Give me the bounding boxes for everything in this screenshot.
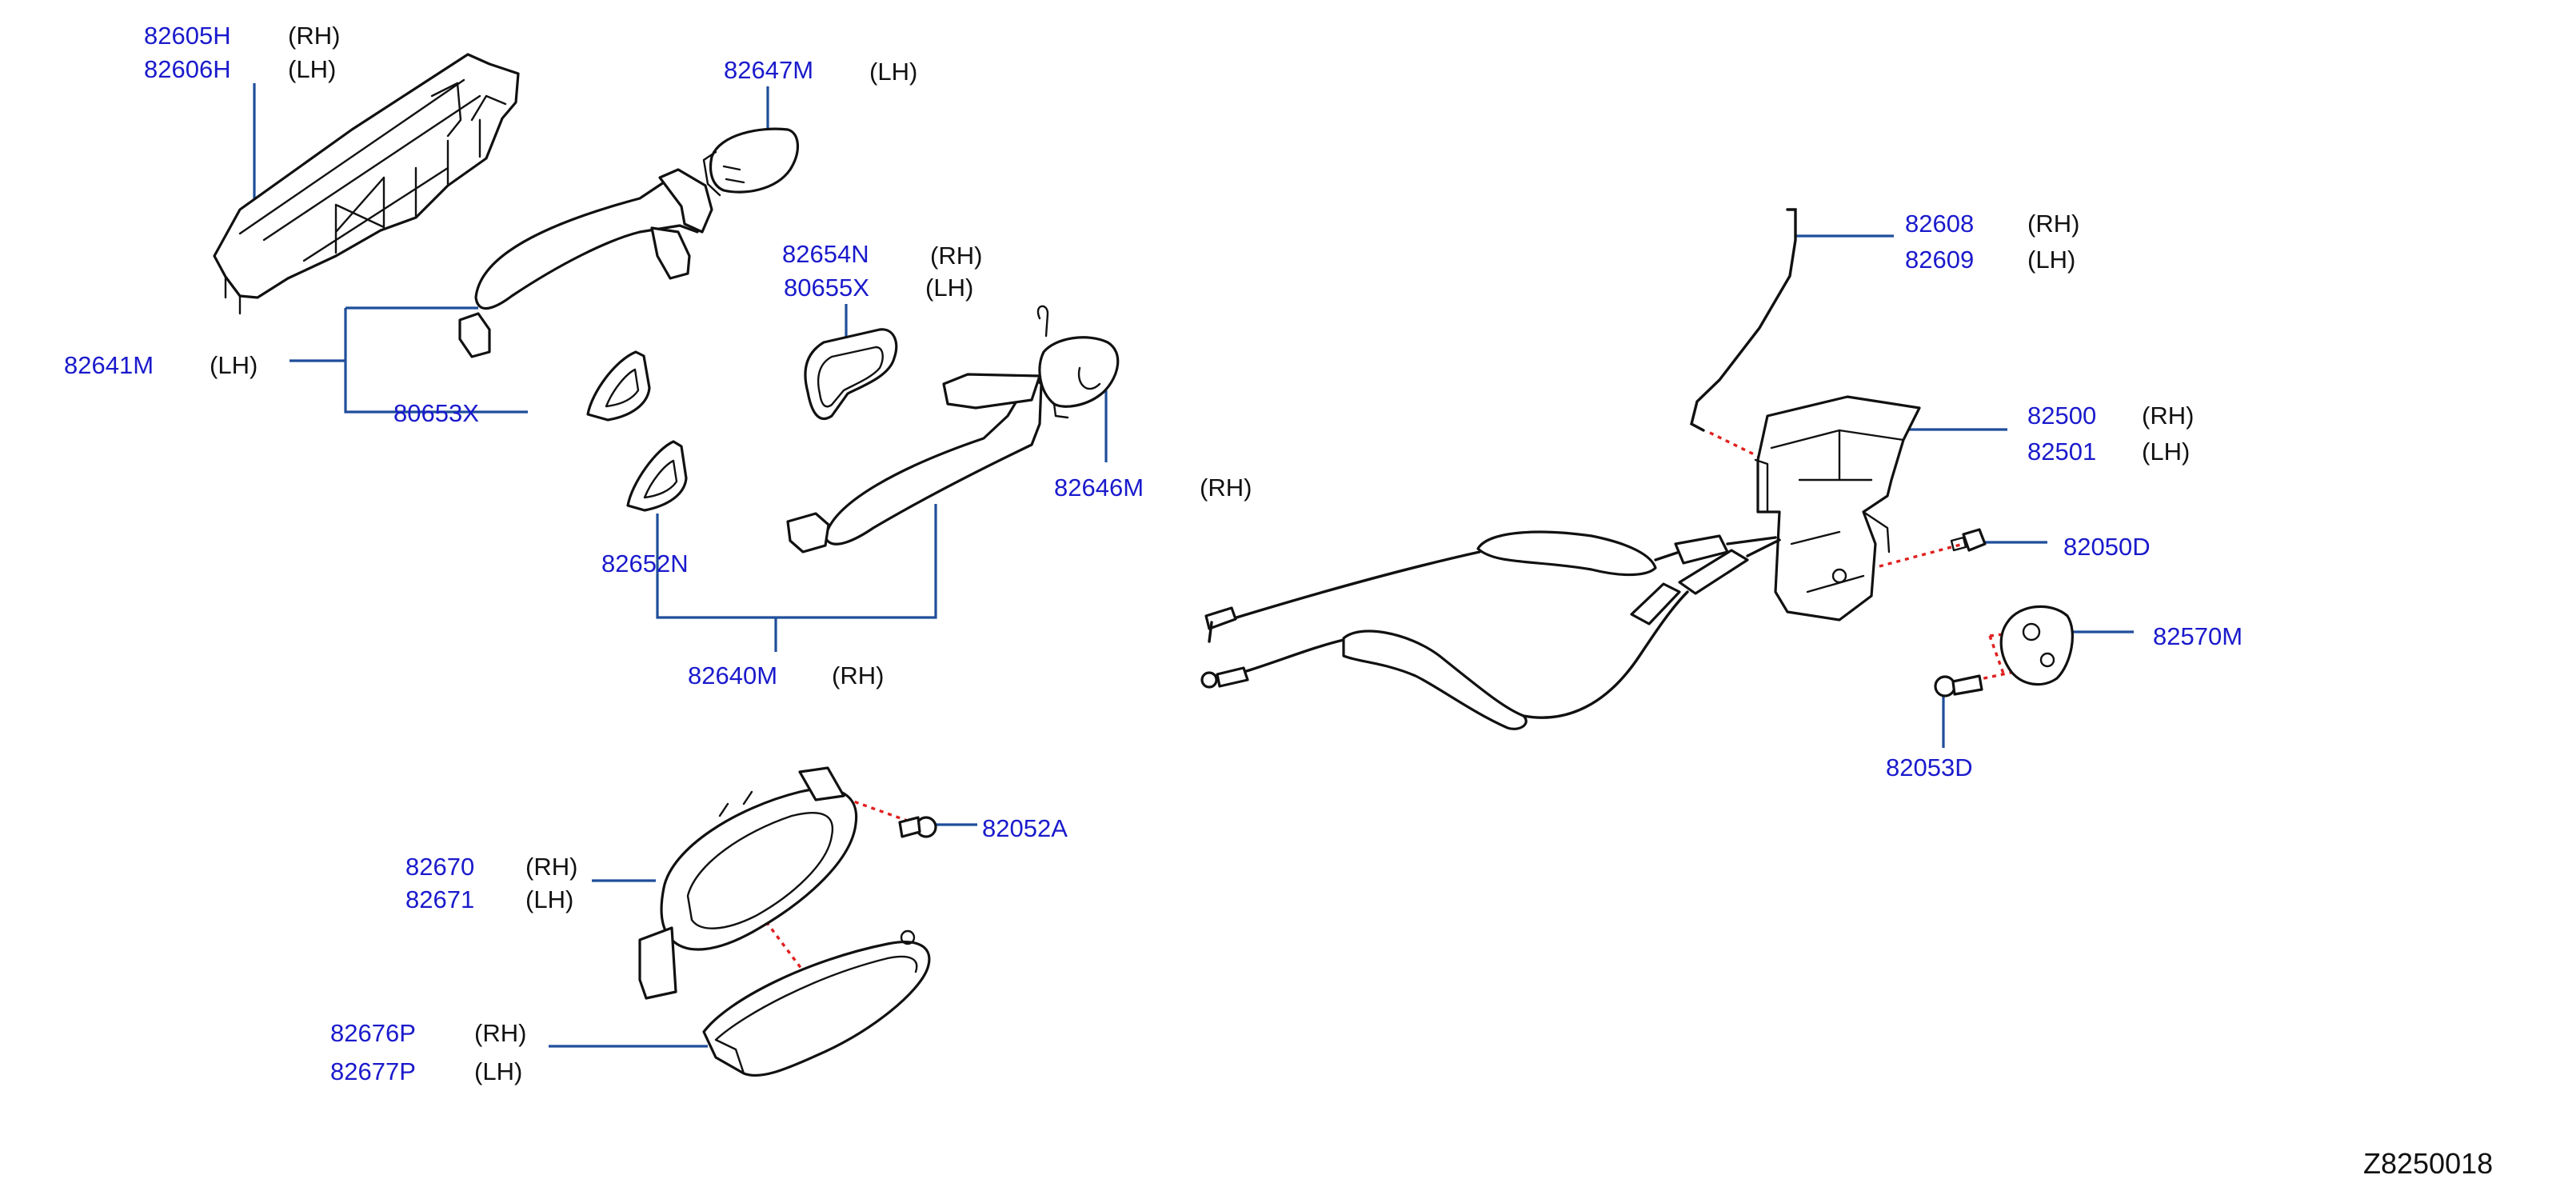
callout-c12-side: (LH) [2027,246,2075,274]
callout-c11-side: (RH) [2027,210,2079,238]
callout-c18-part: 82052A [982,814,1068,842]
callout-c11-part: 82608 [1905,210,1974,238]
outside-handle-lh [458,168,713,358]
callout-c21-side: (RH) [474,1019,526,1047]
escutcheon [702,929,931,1077]
callout-c2-side: (LH) [288,55,336,83]
callout-c3-side: (LH) [869,58,917,86]
callout-c8-side: (RH) [1200,474,1252,502]
handle-cap [702,127,800,197]
callout-c20-part: 82671 [405,885,474,913]
callout-c17-part: 82053D [1886,753,1973,781]
callout-c20-side: (LH) [525,885,573,913]
callout-c2-part: 82606H [144,55,231,83]
gasket-80653x [586,350,651,422]
callout-c14-side: (LH) [2142,438,2190,466]
callout-c3-part: 82647M [724,56,813,84]
callout-c1-side: (RH) [288,22,340,50]
callout-c12-part: 82609 [1905,246,1974,274]
callout-c7-part: 80653X [393,399,479,427]
gasket-82652n [626,440,688,512]
screw-82053d [1934,674,1983,697]
callout-c19-part: 82670 [405,853,474,881]
screw-82052a [898,816,937,838]
bolt-82050d [1950,528,1987,552]
inside-handle [638,766,858,1000]
callout-c15-part: 82050D [2063,533,2151,561]
callout-c8-part: 82646M [1054,474,1144,502]
callout-c9-part: 82652N [601,550,689,578]
seal-82654n [804,328,898,421]
striker [1999,605,2074,686]
callout-c5-side: (LH) [925,274,973,302]
callout-c14-part: 82501 [2027,438,2096,466]
door-lock-actuator [1754,395,1921,621]
callout-labels: 82605H (RH) 82606H (LH) 82647M (LH) 8265… [64,22,2493,1180]
callout-c19-side: (RH) [525,853,577,881]
callout-c22-part: 82677P [330,1057,416,1085]
callout-c13-side: (RH) [2142,402,2194,430]
outside-handle-rh [786,373,1043,554]
callout-c5-part: 80655X [784,274,869,302]
callout-c13-part: 82500 [2027,402,2096,430]
callout-c1-part: 82605H [144,22,231,50]
lock-rod [1690,208,1797,432]
outside-handle-base [213,53,520,315]
callout-c22-side: (LH) [474,1057,522,1085]
callout-c21-part: 82676P [330,1019,416,1047]
callout-c4-part: 82654N [782,240,869,268]
callout-c6-side: (LH) [210,351,258,379]
diagram-code: Z8250018 [2363,1147,2493,1180]
leader-lines [253,83,2134,1048]
callout-c10-side: (RH) [832,661,884,689]
lock-cables [1200,530,1781,730]
handle-cap-rh [1036,305,1120,419]
callout-c6-part: 82641M [64,351,154,379]
callout-c10-part: 82640M [688,661,777,689]
callout-c16-part: 82570M [2153,622,2243,650]
callout-c4-side: (RH) [930,242,982,270]
